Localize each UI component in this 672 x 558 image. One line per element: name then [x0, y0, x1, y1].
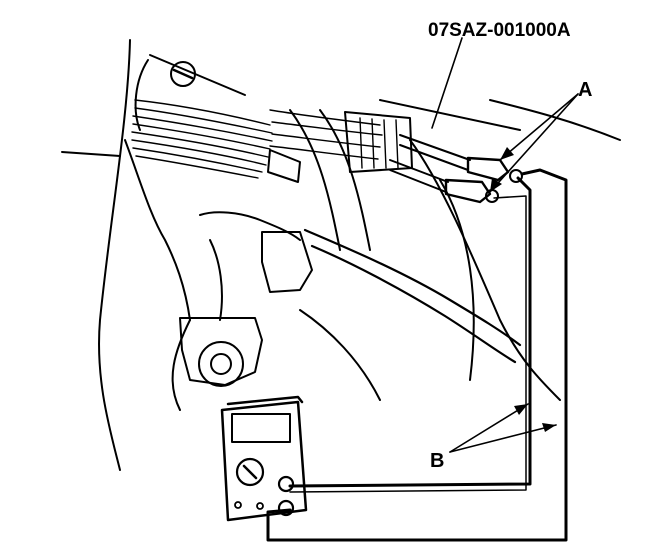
- body-structure: [61, 39, 621, 471]
- callout-b-label: B: [430, 450, 444, 472]
- leader-lines: [431, 37, 579, 453]
- leader-arrowheads: [490, 147, 556, 432]
- test-leads: [266, 168, 568, 542]
- multimeter: [220, 395, 308, 522]
- callout-a-label: A: [578, 79, 592, 101]
- tool-number-label: 07SAZ-001000A: [428, 20, 571, 41]
- test-probes: [389, 134, 523, 204]
